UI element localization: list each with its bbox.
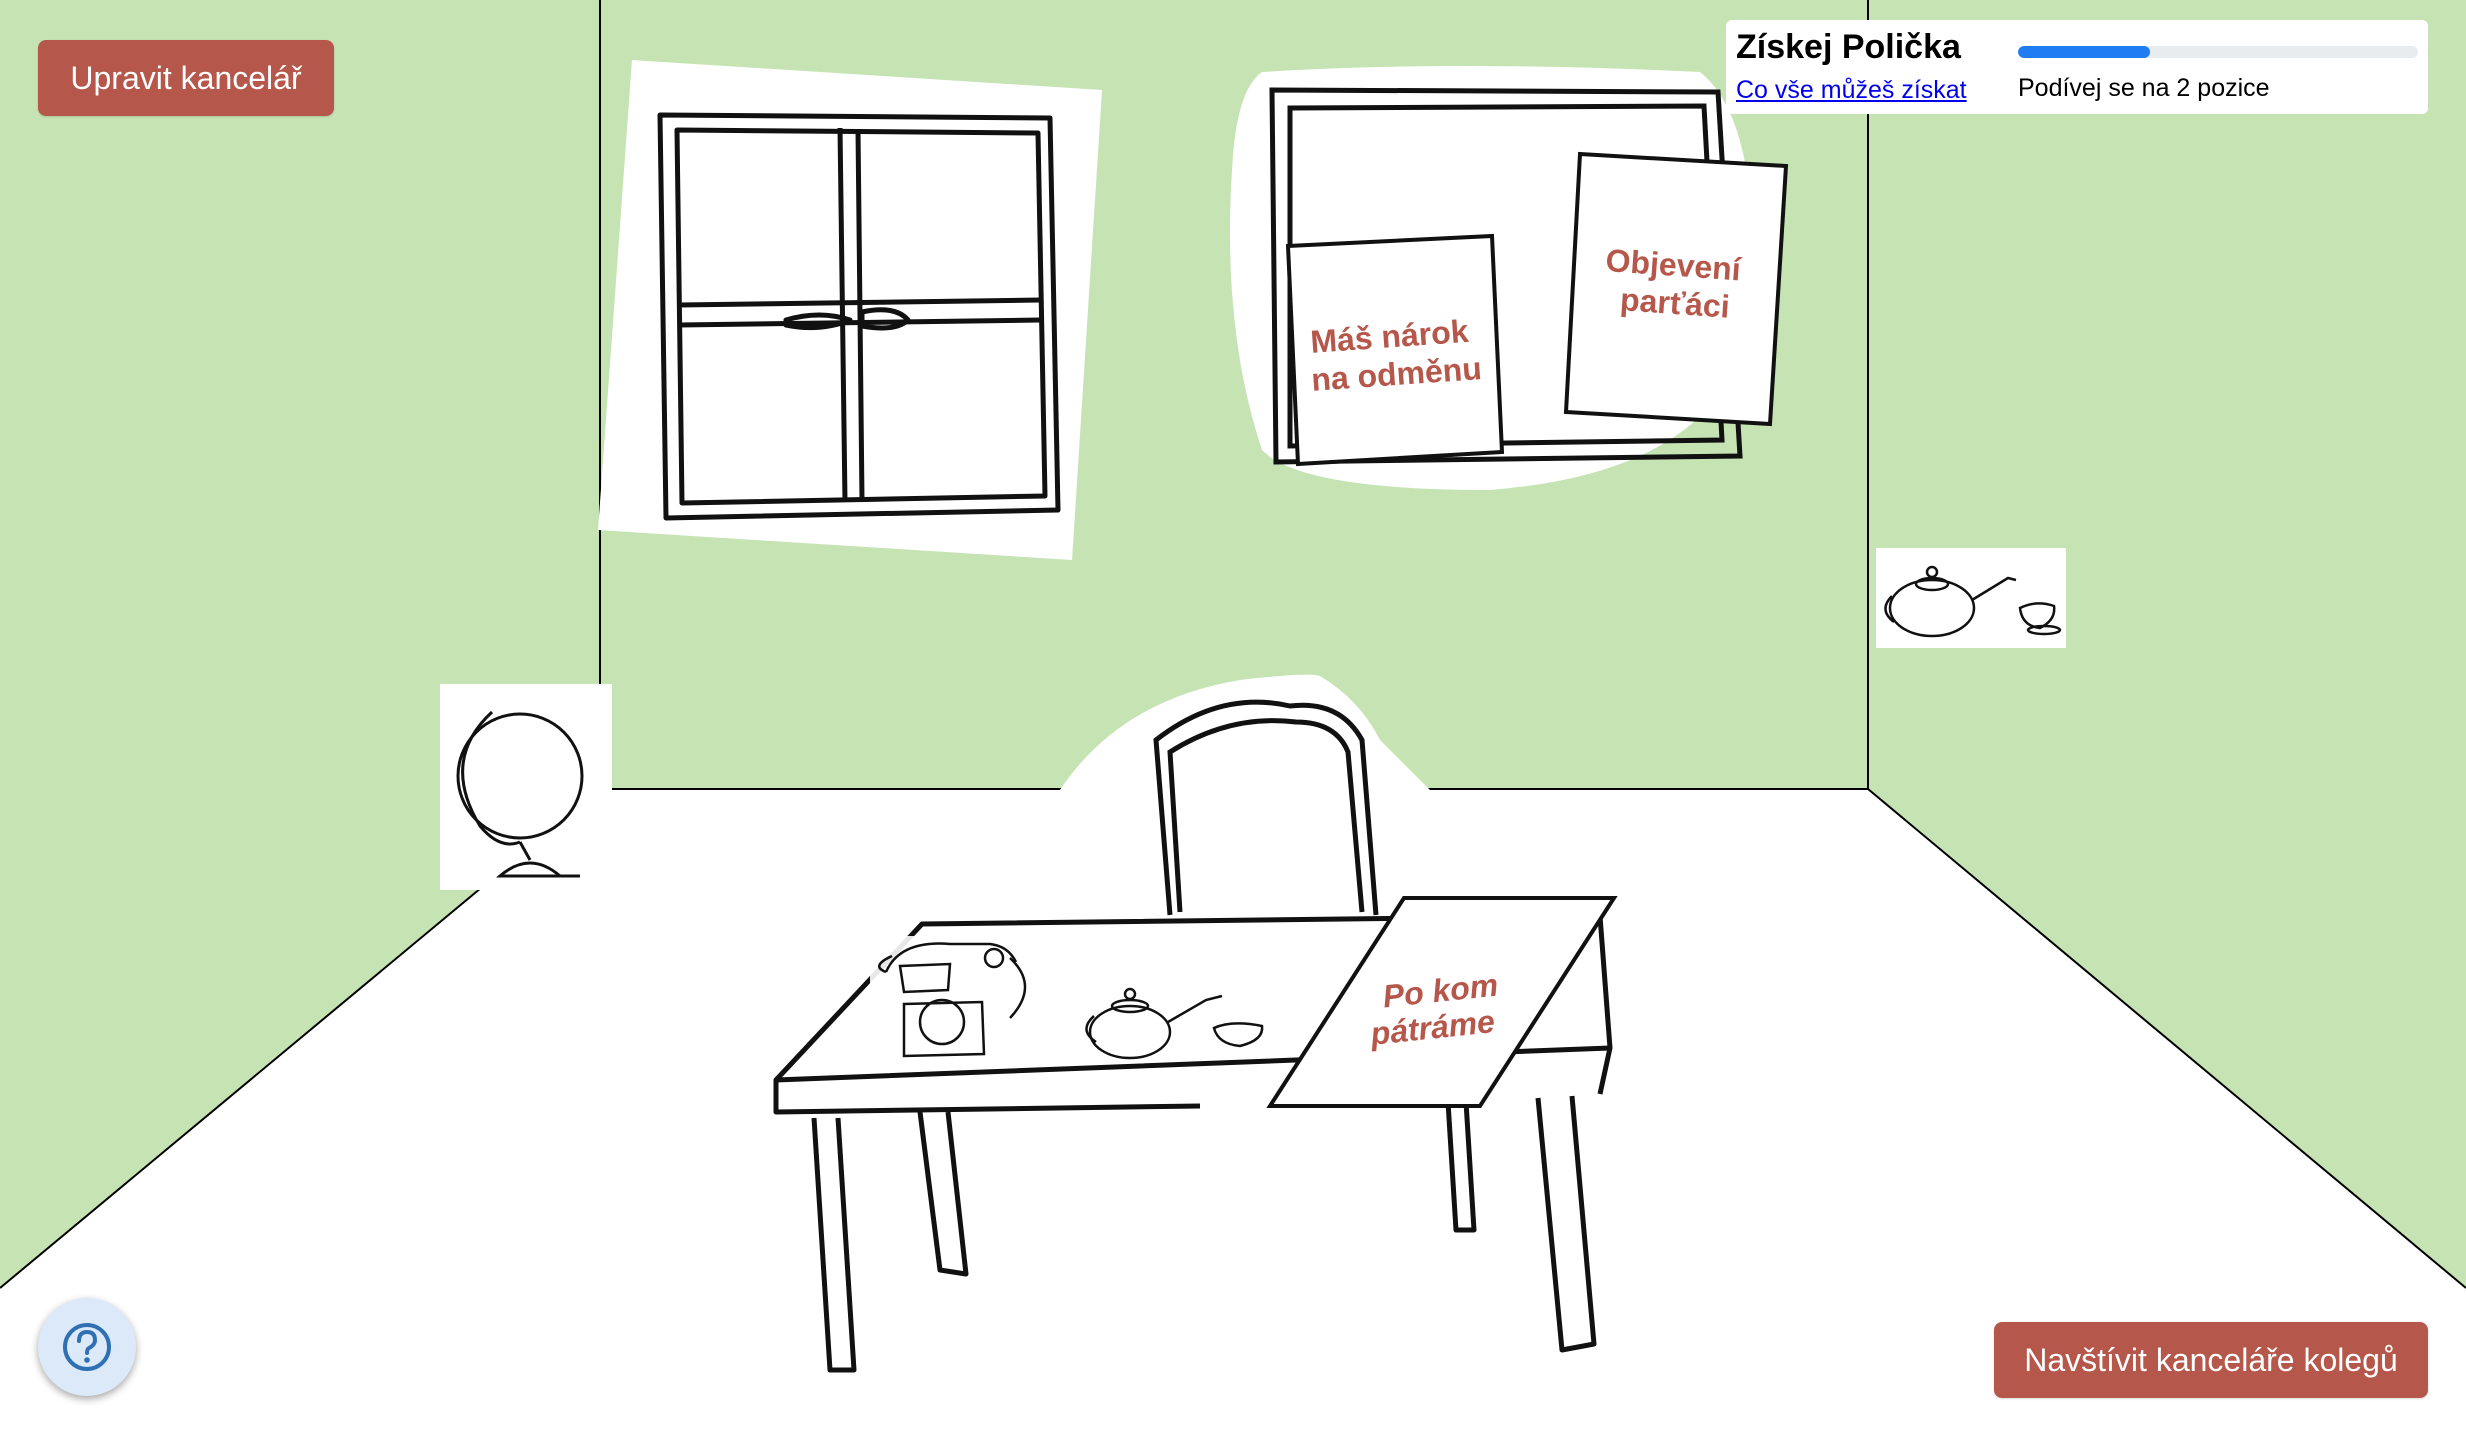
help-button[interactable] <box>38 1298 136 1396</box>
board-note-team-line2: parťáci <box>1619 281 1731 325</box>
rewards-widget: Získej Polička Co vše můžeš získat Podív… <box>1726 20 2428 114</box>
progress-bar <box>2018 46 2418 58</box>
desk <box>773 913 1613 1373</box>
chair[interactable] <box>1060 674 1430 916</box>
svg-text:Po kom pátráme: Po kom pátráme <box>1364 966 1512 1052</box>
window[interactable] <box>598 60 1102 560</box>
widget-title: Získej Polička <box>1736 28 1961 66</box>
board-note-reward[interactable]: Máš nárok na odměnu <box>1285 233 1505 467</box>
visit-colleagues-button[interactable]: Navštívit kanceláře kolegů <box>1994 1322 2428 1398</box>
question-circle-icon <box>63 1323 111 1371</box>
desk-note-search[interactable]: Po kom pátráme <box>1266 896 1618 1108</box>
teapot-shelf-icon[interactable] <box>1876 548 2066 648</box>
board-note-team[interactable]: Objevení parťáci <box>1563 151 1789 427</box>
bulletin-board[interactable]: Máš nárok na odměnu Objevení parťáci <box>1230 66 1789 490</box>
progress-bar-fill <box>2018 46 2150 58</box>
edit-office-button[interactable]: Upravit kancelář <box>38 40 334 116</box>
widget-hint: Podívej se na 2 pozice <box>2018 74 2270 102</box>
rewards-info-link[interactable]: Co vše můžeš získat <box>1736 76 1967 104</box>
globe-icon[interactable] <box>440 684 612 890</box>
floor <box>0 789 2466 1438</box>
teapot-desk-icon[interactable] <box>1085 987 1264 1060</box>
phone-icon[interactable] <box>870 936 1040 1066</box>
svg-text:Objevení parťáci: Objevení parťáci <box>1602 242 1751 326</box>
